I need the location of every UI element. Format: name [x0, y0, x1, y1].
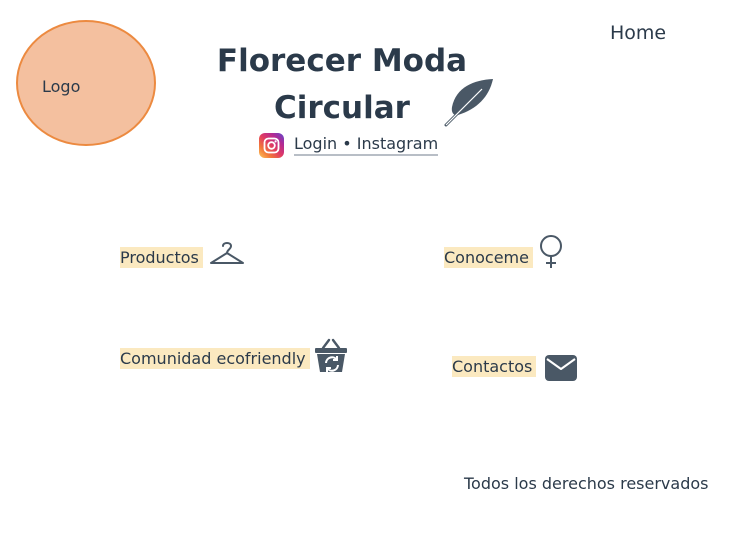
female-symbol-icon — [539, 235, 562, 268]
instagram-icon[interactable] — [259, 132, 284, 158]
leaf-icon — [444, 79, 493, 127]
login-instagram-link[interactable]: Login • Instagram — [294, 134, 439, 156]
footer-copyright: Todos los derechos reservados — [464, 474, 709, 493]
menu-item-conoceme[interactable]: Conoceme — [444, 234, 565, 270]
hanger-icon — [209, 242, 244, 264]
productos-label: Productos — [120, 246, 203, 268]
nav-home-link[interactable]: Home — [610, 22, 667, 44]
contactos-label: Contactos — [452, 355, 537, 377]
logo[interactable]: Logo — [16, 20, 156, 146]
site-title: Florecer Moda Circular — [216, 43, 468, 126]
conoceme-label: Conoceme — [444, 246, 533, 268]
menu-item-comunidad-ecofriendly[interactable]: Comunidad ecofriendly — [120, 338, 348, 374]
envelope-icon — [545, 355, 578, 381]
menu-item-productos[interactable]: Productos — [120, 242, 245, 268]
recycle-basket-icon — [314, 338, 347, 372]
menu-item-contactos[interactable]: Contactos — [452, 350, 578, 382]
logo-label: Logo — [42, 77, 81, 96]
comunidad-label: Comunidad ecofriendly — [120, 347, 310, 369]
login-row: Login • Instagram — [259, 132, 439, 158]
